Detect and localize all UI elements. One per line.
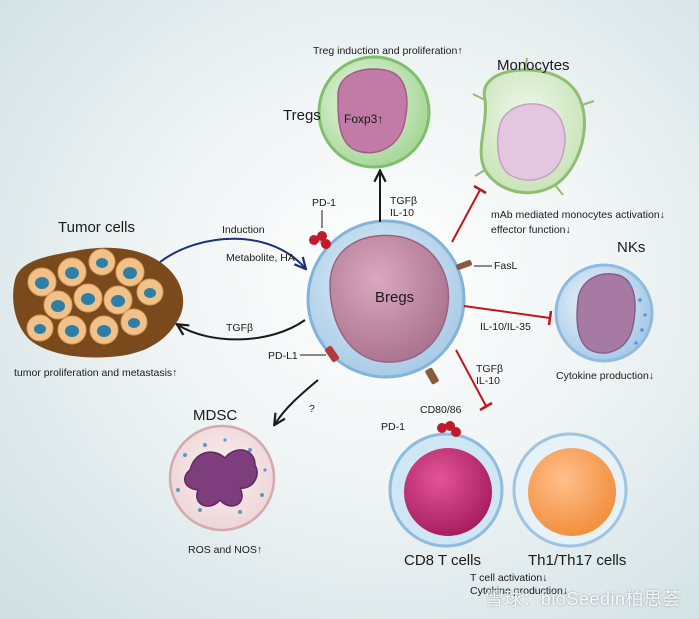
fasl-receptor bbox=[456, 260, 472, 270]
th-label: Th1/Th17 cells bbox=[528, 552, 627, 569]
mdsc-arrow bbox=[275, 379, 319, 424]
monocytes-label: Monocytes bbox=[497, 57, 570, 74]
tgfb-lower-label: TGFβ bbox=[476, 363, 504, 375]
il10-lower-label: IL-10 bbox=[476, 375, 500, 387]
tgfb-tumor-arrow bbox=[178, 319, 306, 341]
nks-label: NKs bbox=[617, 239, 646, 256]
mdsc-cell bbox=[168, 424, 276, 532]
t-effect-label-1: T cell activation↓ bbox=[470, 572, 548, 584]
t-effect-label-2: Cytokine production↓ bbox=[470, 585, 569, 597]
tgfb-left-label: TGFβ bbox=[226, 322, 254, 334]
induction-arrow bbox=[159, 237, 305, 268]
cd8086-label: CD80/86 bbox=[420, 404, 462, 416]
pdl1-receptor bbox=[324, 345, 340, 363]
nk-cell bbox=[554, 263, 654, 363]
induction-label: Induction bbox=[222, 224, 265, 236]
pdl1-label: PD-L1 bbox=[268, 350, 298, 362]
th-cell bbox=[512, 432, 628, 548]
monocyte-cell bbox=[472, 57, 595, 196]
t-inhibit-arrow bbox=[455, 349, 493, 412]
pd1-receptor-top bbox=[309, 231, 331, 249]
tumor-cells bbox=[13, 247, 184, 358]
pd1-lower-label: PD-1 bbox=[381, 421, 405, 433]
tregs-label: Tregs bbox=[283, 107, 321, 124]
tumor-effect-label: tumor proliferation and metastasis↑ bbox=[14, 367, 178, 379]
bregs-label: Bregs bbox=[375, 289, 415, 306]
foxp3-label: Foxp3↑ bbox=[344, 112, 384, 126]
cd8-t-cell bbox=[388, 432, 504, 548]
question-label: ? bbox=[309, 403, 315, 415]
nk-inhibit-arrow bbox=[463, 305, 553, 326]
mdsc-effect-label: ROS and NOS↑ bbox=[188, 544, 263, 556]
mono-effect-label-2: effector function↓ bbox=[491, 224, 571, 236]
tgfb-top-label: TGFβ bbox=[390, 195, 418, 207]
cd8086-receptor bbox=[425, 367, 439, 385]
treg-cell bbox=[317, 55, 431, 169]
mono-effect-label-1: mAb mediated monocytes activation↓ bbox=[491, 209, 665, 221]
watermark: 雪球：bioSeedin柏思荟 bbox=[485, 589, 681, 609]
il10-il35-label: IL-10/IL-35 bbox=[480, 321, 531, 333]
cd8-label: CD8 T cells bbox=[404, 552, 481, 569]
tumor-label: Tumor cells bbox=[58, 219, 135, 236]
fasl-label: FasL bbox=[494, 260, 518, 272]
nk-effect-label: Cytokine production↓ bbox=[556, 370, 655, 382]
il10-top-label: IL-10 bbox=[390, 207, 414, 219]
metabolite-label: Metabolite, HA bbox=[226, 252, 295, 264]
pd1-receptor-lower bbox=[437, 421, 461, 437]
breg-cell bbox=[306, 219, 472, 385]
treg-effect-label: Treg induction and proliferation↑ bbox=[313, 45, 463, 57]
mdsc-label: MDSC bbox=[193, 407, 238, 424]
mono-inhibit-arrow bbox=[451, 184, 487, 243]
pd1-top-label: PD-1 bbox=[312, 197, 336, 209]
